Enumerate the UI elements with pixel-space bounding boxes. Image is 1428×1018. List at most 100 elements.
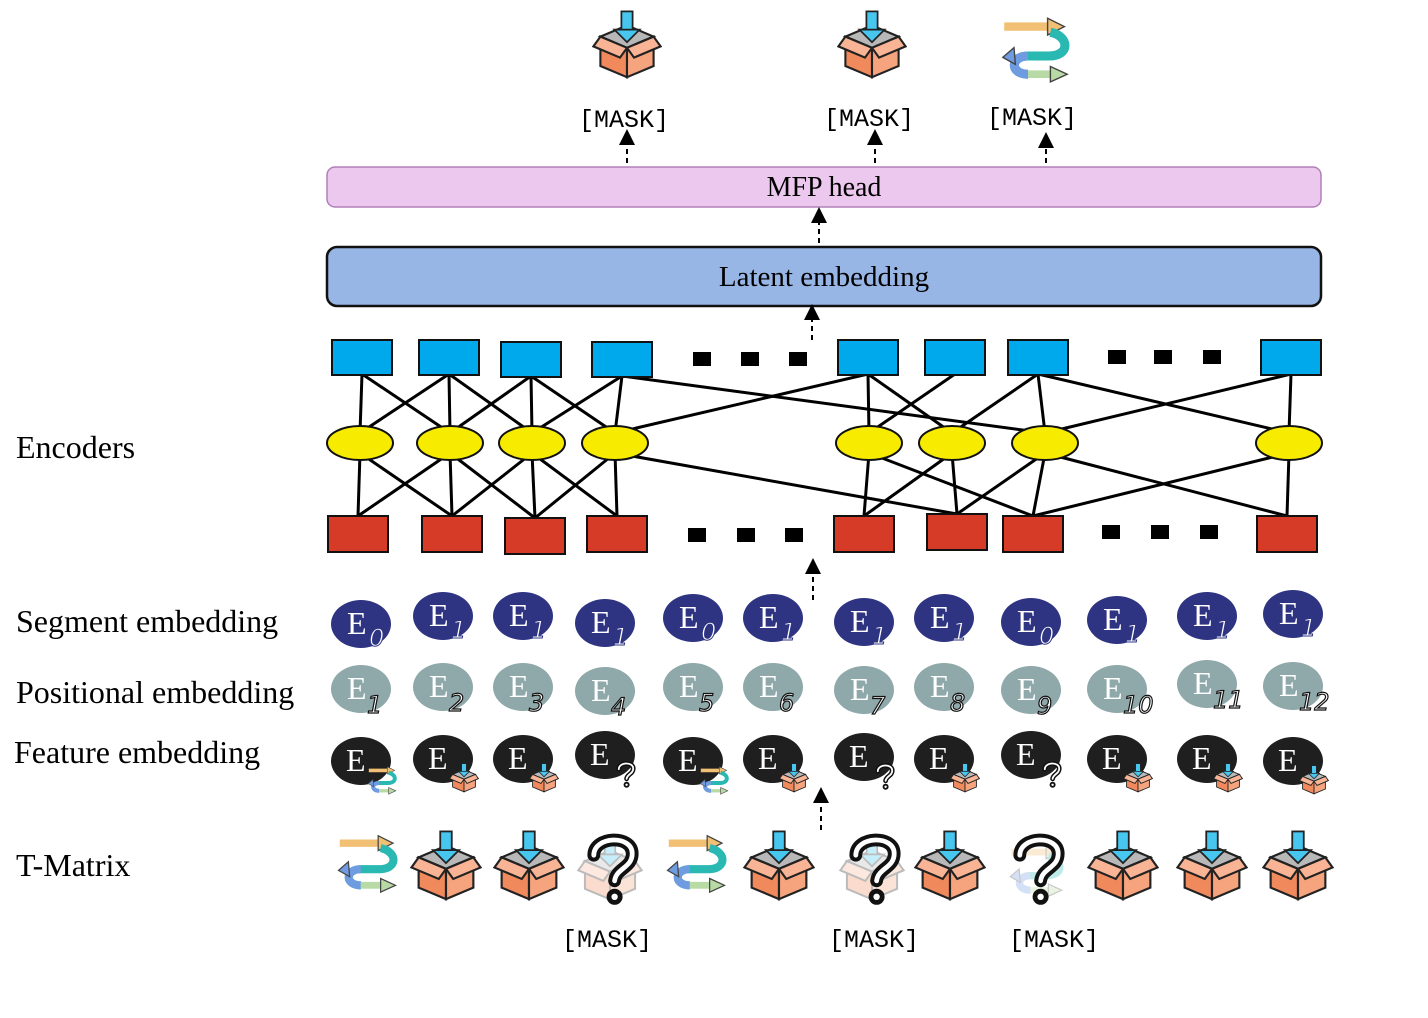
segment-token-subscript: 1 <box>952 618 967 646</box>
encoder-input-node <box>327 515 389 553</box>
positional-token-shape <box>834 666 894 714</box>
encoder-hidden-node <box>1255 425 1323 461</box>
feature-token-letter: E <box>929 740 949 776</box>
feature-token-letter: E <box>1016 736 1036 772</box>
flow-icon <box>367 765 397 795</box>
feature-token-letter: E <box>508 740 528 776</box>
encoder-edge <box>358 373 364 434</box>
feature-token-letter: E <box>1102 740 1122 776</box>
positional-token-subscript: 12 <box>1299 688 1330 716</box>
feature-token-shape <box>331 737 391 785</box>
feature-embedding-token: E <box>1001 731 1061 788</box>
encoder-hidden-node <box>1011 425 1079 461</box>
segment-token-subscript: 0 <box>369 624 384 652</box>
positional-token-subscript: 4 <box>611 693 626 721</box>
ellipsis-dot <box>1151 525 1169 539</box>
encoder-hidden-node <box>835 425 903 461</box>
input-mask-label: [MASK] <box>829 926 919 955</box>
predicted-mask-label: [MASK] <box>987 104 1077 133</box>
segment-token-subscript: 1 <box>1301 614 1316 642</box>
t-matrix-row: [MASK] [MASK] [MASK] <box>338 830 1334 955</box>
encoder-output-node <box>924 339 986 376</box>
segment-token-subscript: 0 <box>1039 622 1054 650</box>
predicted-mask-label: [MASK] <box>824 105 914 134</box>
feature-token-shape <box>1177 735 1237 783</box>
encoder-hidden-node <box>581 425 649 461</box>
feature-embedding-token: E <box>834 733 894 790</box>
encoder-edge <box>868 451 1034 518</box>
positional-token-letter: E <box>679 668 699 704</box>
flow-icon <box>338 836 395 892</box>
encoder-edge <box>530 374 616 435</box>
feature-token-shape <box>1087 735 1147 783</box>
predicted-outputs: [MASK][MASK][MASK] <box>579 10 1077 135</box>
segment-token-letter: E <box>850 603 870 639</box>
box-icon <box>592 10 662 79</box>
encoder-hidden-node <box>498 425 566 461</box>
positional-token-letter: E <box>1103 670 1123 706</box>
masked-box <box>839 837 905 904</box>
segment-token-subscript: 1 <box>781 618 796 646</box>
feature-token-shape <box>413 735 473 783</box>
encoder-edge <box>614 372 869 435</box>
encoder-edge <box>1032 451 1290 518</box>
encoder-edge <box>448 452 454 517</box>
encoder-output-node <box>500 341 562 378</box>
positional-token-shape <box>493 663 553 711</box>
encoder-edge <box>621 374 1046 435</box>
positional-embedding-label: Positional embedding <box>16 674 294 710</box>
segment-token-shape <box>914 594 974 642</box>
encoder-input-node <box>1002 515 1064 553</box>
feature-token-shape <box>663 737 723 785</box>
positional-token-shape <box>1177 660 1237 708</box>
feature-token-shape <box>1263 737 1323 785</box>
segment-token-subscript: 1 <box>1125 620 1140 648</box>
positional-token-subscript: 7 <box>870 692 886 720</box>
positional-token-shape <box>413 663 473 711</box>
positional-token-subscript: 2 <box>449 689 464 717</box>
encoder-edge <box>531 374 623 435</box>
feature-embedding-token: E <box>413 735 479 793</box>
encoder-edge <box>951 372 1039 435</box>
encoder-edge <box>357 451 451 518</box>
positional-token-subscript: 3 <box>529 689 544 717</box>
positional-token-letter: E <box>347 670 367 706</box>
segment-token-letter: E <box>1017 603 1037 639</box>
encoder-edge <box>1036 373 1047 434</box>
segment-token-letter: E <box>759 599 779 635</box>
encoder-input-node <box>586 515 648 553</box>
positional-token-shape <box>1263 662 1323 710</box>
encoder-edge <box>447 373 452 434</box>
encoder-edge <box>956 451 1046 516</box>
positional-token-letter: E <box>429 668 449 704</box>
segment-token-shape <box>413 592 473 640</box>
input-mask-label: [MASK] <box>1009 926 1099 955</box>
box-icon <box>1176 830 1248 901</box>
box-icon <box>410 830 482 901</box>
segment-token-shape <box>575 599 635 647</box>
positional-token-shape <box>1087 665 1147 713</box>
encoder-hidden-node <box>326 425 394 461</box>
encoder-edge <box>1285 452 1291 517</box>
encoder-edge <box>868 372 956 435</box>
segment-token-letter: E <box>930 599 950 635</box>
input-mask-label: [MASK] <box>562 926 652 955</box>
ellipsis-dot <box>688 528 706 542</box>
positional-token-letter: E <box>591 672 611 708</box>
encoder-input-node <box>833 515 895 553</box>
positional-token-shape <box>743 663 803 711</box>
box-icon <box>743 830 815 901</box>
